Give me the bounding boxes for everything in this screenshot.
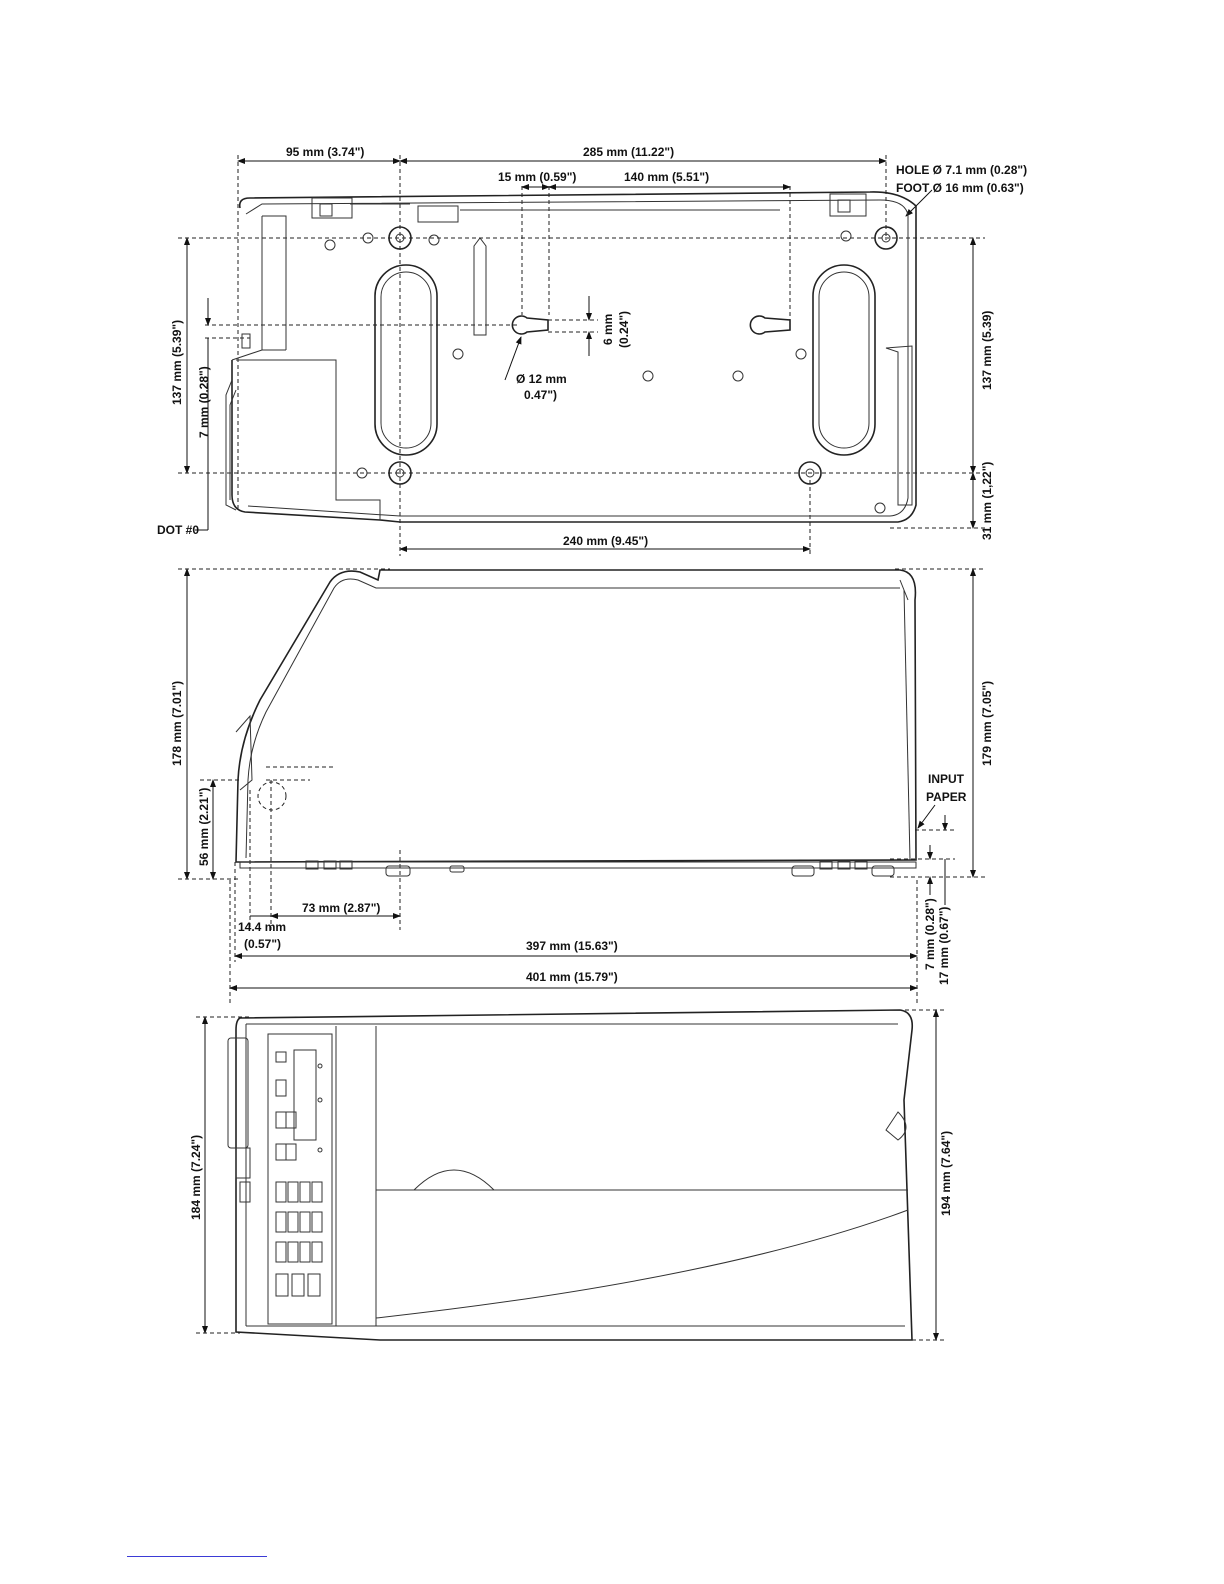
footer-rule	[127, 1556, 267, 1557]
dim-140-label: 140 mm (5.51")	[624, 170, 709, 184]
top-view	[196, 1009, 945, 1341]
diameter-12-inch-label: 0.47")	[524, 388, 557, 402]
foot-label: FOOT Ø 16 mm (0.63")	[896, 181, 1024, 195]
paper-label: PAPER	[926, 790, 967, 804]
dim-73-label: 73 mm (2.87")	[302, 901, 380, 915]
hole-label: HOLE Ø 7.1 mm (0.28")	[896, 163, 1027, 177]
dim-95-label: 95 mm (3.74")	[286, 145, 364, 159]
dim-178-label: 178 mm (7.01")	[170, 681, 184, 766]
dim-6-label: 6 mm	[601, 314, 615, 345]
side-view-labels: 178 mm (7.01") 179 mm (7.05") 56 mm (2.2…	[170, 681, 994, 985]
dim-14-label: 14.4 mm	[238, 920, 286, 934]
dim-7-right-label: 7 mm (0.28")	[923, 898, 937, 970]
dim-401-label: 401 mm (15.79")	[526, 970, 618, 984]
dim-31-label: 31 mm (1,22")	[980, 462, 994, 540]
dim-184-label: 184 mm (7.24")	[189, 1135, 203, 1220]
dim-15-label: 15 mm (0.59")	[498, 170, 576, 184]
input-label: INPUT	[928, 772, 965, 786]
bottom-view	[178, 155, 985, 556]
bottom-view-labels: 95 mm (3.74") 285 mm (11.22") 15 mm (0.5…	[157, 145, 1027, 548]
dim-397-label: 397 mm (15.63")	[526, 939, 618, 953]
dim-56-label: 56 mm (2.21")	[197, 788, 211, 866]
dim-7-left-label: 7 mm (0.28")	[197, 366, 211, 438]
top-view-labels: 184 mm (7.24") 194 mm (7.64")	[189, 1131, 953, 1220]
diameter-12-label: Ø 12 mm	[516, 372, 567, 386]
dim-240-label: 240 mm (9.45")	[563, 534, 648, 548]
dim-194-label: 194 mm (7.64")	[939, 1131, 953, 1216]
dim-137-left-label: 137 mm (5.39")	[170, 320, 184, 405]
dim-179-label: 179 mm (7.05")	[980, 681, 994, 766]
dim-17-right-label: 17 mm (0.67")	[937, 907, 951, 985]
dot0-label: DOT #0	[157, 523, 199, 537]
dim-285-label: 285 mm (11.22")	[583, 145, 674, 159]
dim-137-right-label: 137 mm (5.39)	[980, 311, 994, 390]
dim-14-inch-label: (0.57")	[244, 937, 281, 951]
side-view	[178, 568, 985, 1005]
dim-6-inch-label: (0.24")	[617, 311, 631, 348]
